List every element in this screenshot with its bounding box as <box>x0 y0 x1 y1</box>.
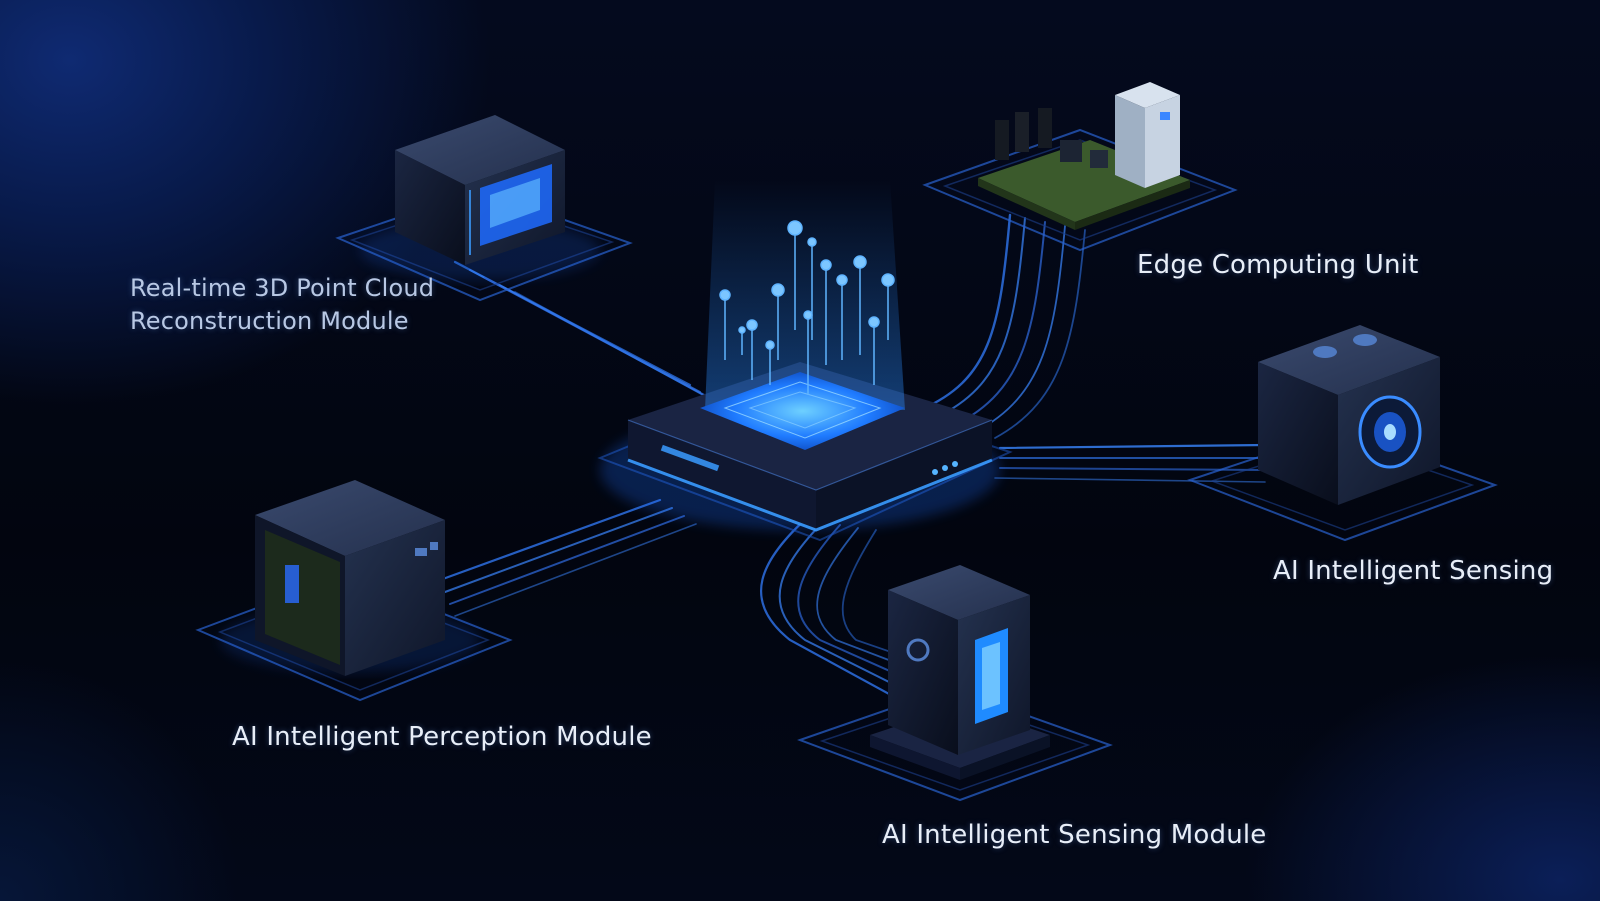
processor-chip-icon <box>700 372 905 450</box>
label-point-cloud: Real-time 3D Point Cloud Reconstruction … <box>130 272 434 338</box>
label-perception: AI Intelligent Perception Module <box>232 722 652 752</box>
perception-device <box>195 480 513 702</box>
cable-to-edge <box>918 213 1086 439</box>
label-sensing-module: AI Intelligent Sensing Module <box>882 820 1267 850</box>
label-point-cloud-line-2: Reconstruction Module <box>130 307 409 335</box>
central-hub <box>597 180 1013 542</box>
label-point-cloud-line-1: Real-time 3D Point Cloud <box>130 274 435 302</box>
cable-to-perception <box>438 498 697 617</box>
label-ai-sensing: AI Intelligent Sensing <box>1273 556 1554 586</box>
label-edge-computing: Edge Computing Unit <box>1137 250 1419 280</box>
cable-to-sensing-module <box>760 513 921 702</box>
point-cloud-device <box>335 115 633 302</box>
hub-indicator-lights <box>660 444 720 472</box>
sensing-module-device <box>797 565 1113 802</box>
gear-icon <box>906 638 930 662</box>
cable-to-point-cloud <box>453 260 735 413</box>
data-particles <box>719 220 895 395</box>
edge-computing-device <box>922 82 1238 252</box>
sensor-lens-icon <box>1358 395 1422 469</box>
ai-sensing-device <box>1187 325 1498 542</box>
